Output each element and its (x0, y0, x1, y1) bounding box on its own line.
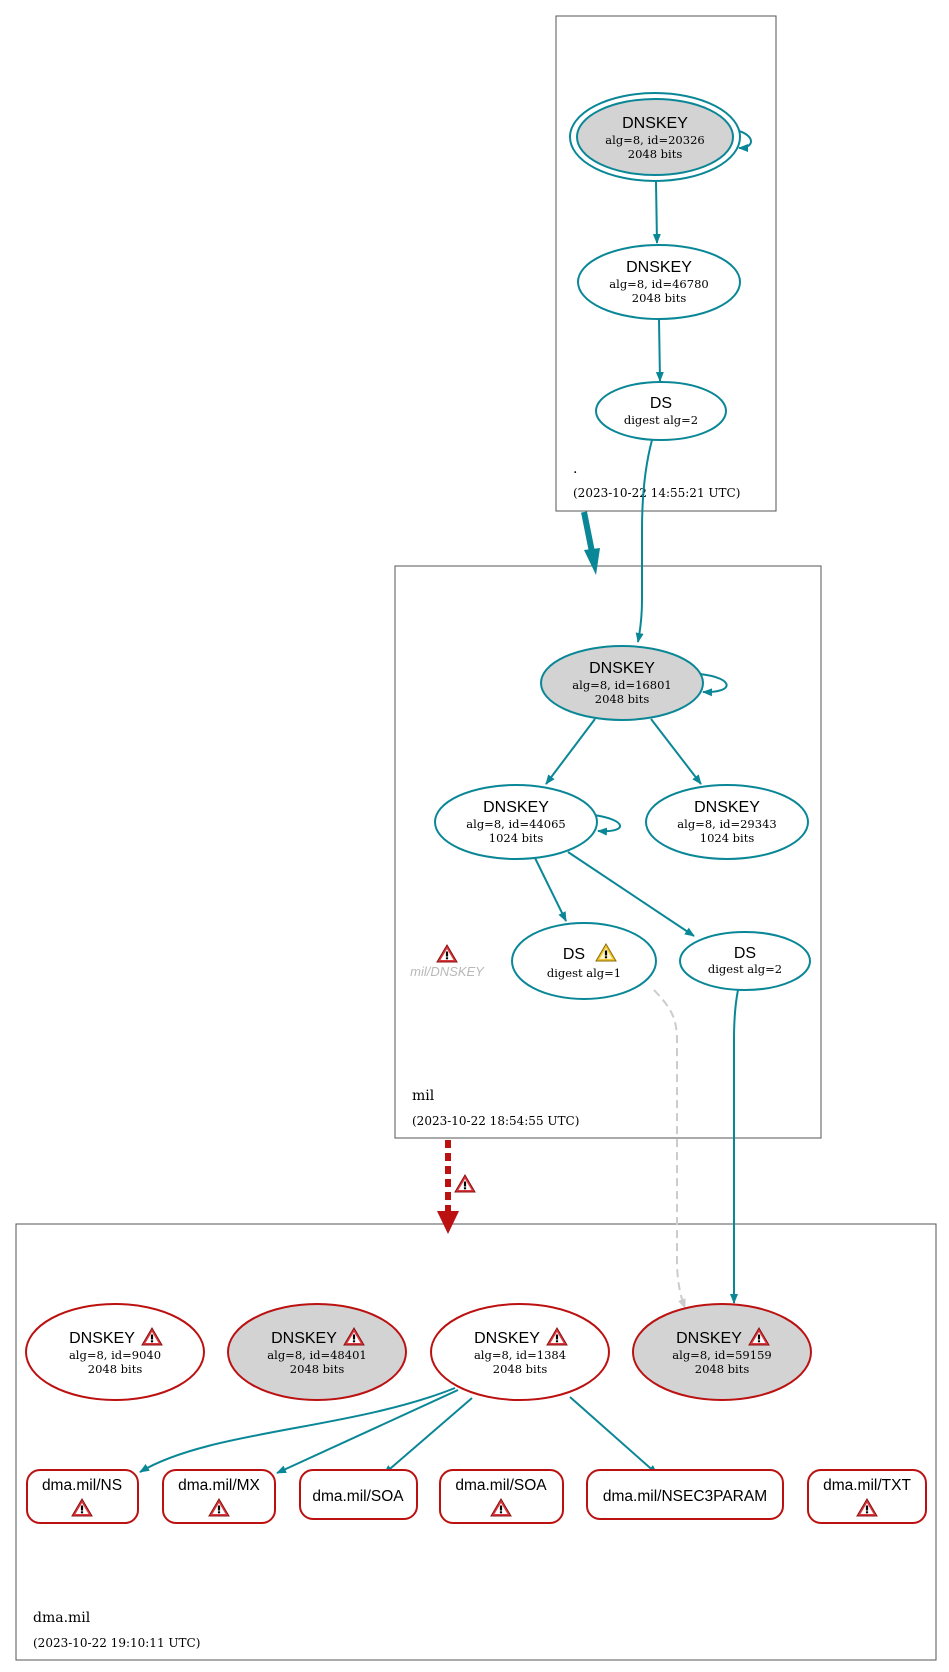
zone-dma: dma.mil (2023-10-22 19:10:11 UTC) (15, 1223, 937, 1661)
dma-dnskey-9040-node[interactable]: DNSKEY alg=8, id=9040 2048 bits (25, 1303, 205, 1401)
mil-ksk-line1: alg=8, id=16801 (572, 678, 671, 692)
dma-k4-line1: alg=8, id=59159 (672, 1348, 771, 1362)
dma-k3-title: DNSKEY (474, 1330, 540, 1347)
dma-dnskey-59159-node[interactable]: DNSKEY alg=8, id=59159 2048 bits (632, 1303, 812, 1401)
root-zsk-line1: alg=8, id=46780 (609, 277, 708, 291)
dma-k2-line2: 2048 bits (290, 1362, 345, 1376)
dma-dnskey-1384-node[interactable]: DNSKEY alg=8, id=1384 2048 bits (430, 1303, 610, 1401)
root-zsk-line2: 2048 bits (632, 291, 687, 305)
delegation-mil-to-dma-arrowhead (437, 1211, 459, 1234)
dma-dnskey-48401-node[interactable]: DNSKEY alg=8, id=48401 2048 bits (227, 1303, 407, 1401)
rrset-mx-node[interactable]: dma.mil/MX (162, 1469, 276, 1524)
edge-root-ds-to-mil-ksk (635, 439, 653, 643)
mil-ds2-title: DS (734, 945, 756, 962)
root-ksk-line2: 2048 bits (628, 147, 683, 161)
root-ksk-line1: alg=8, id=20326 (605, 133, 704, 147)
root-ksk-title: DNSKEY (622, 115, 688, 132)
edge-dma-k3-to-soa1 (383, 1397, 473, 1475)
root-ds-line1: digest alg=2 (624, 413, 698, 427)
rrset-soa2-label: dma.mil/SOA (455, 1477, 547, 1494)
dma-k1-title: DNSKEY (69, 1330, 135, 1347)
mil-zsk1-line2: 1024 bits (489, 831, 544, 845)
mil-ksk-line2: 2048 bits (595, 692, 650, 706)
mil-zsk1-title: DNSKEY (483, 799, 549, 816)
edge-mil-ds1-to-dma-k4-insecure (653, 989, 686, 1309)
rrset-ns-node[interactable]: dma.mil/NS (26, 1469, 139, 1524)
edge-root-zsk-to-ds (655, 318, 664, 382)
root-ds-title: DS (650, 395, 672, 412)
root-zsk-title: DNSKEY (626, 259, 692, 276)
rrset-txt-label: dma.mil/TXT (823, 1477, 911, 1494)
dma-k2-title: DNSKEY (271, 1330, 337, 1347)
zone-mil-time: (2023-10-22 18:54:55 UTC) (412, 1114, 579, 1128)
dma-k3-line1: alg=8, id=1384 (474, 1348, 566, 1362)
zone-mil-name: mil (412, 1088, 435, 1104)
edge-mil-ds2-to-dma-k4 (730, 989, 739, 1304)
delegation-root-to-mil (581, 511, 595, 553)
rrset-ns-label: dma.mil/NS (42, 1477, 122, 1494)
zone-root-name: . (573, 461, 577, 477)
zone-dma-time: (2023-10-22 19:10:11 UTC) (33, 1636, 200, 1650)
root-ksk-dnskey-node[interactable]: DNSKEY alg=8, id=20326 2048 bits (569, 92, 741, 182)
mil-ksk-dnskey-node[interactable]: DNSKEY alg=8, id=16801 2048 bits (540, 645, 704, 721)
mil-dnskey-error-label: mil/DNSKEY (410, 964, 485, 979)
rrset-txt-node[interactable]: dma.mil/TXT (807, 1469, 927, 1524)
edge-mil-ksk-to-zsk2 (650, 718, 702, 785)
root-zsk-dnskey-node[interactable]: DNSKEY alg=8, id=46780 2048 bits (577, 244, 741, 320)
mil-zsk2-dnskey-node[interactable]: DNSKEY alg=8, id=29343 1024 bits (645, 784, 809, 860)
rrset-mx-label: dma.mil/MX (178, 1477, 260, 1494)
edge-mil-zsk1-to-ds2 (567, 851, 695, 937)
dma-k1-line1: alg=8, id=9040 (69, 1348, 161, 1362)
zone-dma-name: dma.mil (33, 1610, 91, 1626)
mil-ksk-title: DNSKEY (589, 660, 655, 677)
rrset-soa-node[interactable]: dma.mil/SOA (299, 1469, 418, 1520)
mil-zsk1-dnskey-node[interactable]: DNSKEY alg=8, id=44065 1024 bits (434, 784, 598, 860)
delegation-error-icon (454, 1174, 476, 1193)
mil-zsk1-line1: alg=8, id=44065 (466, 817, 565, 831)
mil-ksk-self-edge (699, 673, 728, 697)
mil-zsk2-line1: alg=8, id=29343 (677, 817, 776, 831)
edge-mil-ksk-to-zsk1 (545, 718, 596, 785)
delegation-root-to-mil-arrowhead (584, 548, 600, 575)
rrset-nsec3param-node[interactable]: dma.mil/NSEC3PARAM (586, 1469, 784, 1520)
mil-zsk2-title: DNSKEY (694, 799, 760, 816)
mil-ds2-node[interactable]: DS digest alg=2 (679, 931, 811, 991)
edge-root-ksk-to-zsk (652, 181, 661, 244)
rrset-soa-error-node[interactable]: dma.mil/SOA (439, 1469, 564, 1524)
edge-mil-zsk1-to-ds1 (534, 857, 567, 922)
mil-ds1-node[interactable]: DS digest alg=1 (511, 922, 657, 1000)
root-ksk-self-edge (738, 130, 752, 152)
dma-k4-title: DNSKEY (676, 1330, 742, 1347)
dma-k2-line1: alg=8, id=48401 (267, 1348, 366, 1362)
zone-root-time: (2023-10-22 14:55:21 UTC) (573, 486, 740, 500)
dma-k4-line2: 2048 bits (695, 1362, 750, 1376)
mil-zsk2-line2: 1024 bits (700, 831, 755, 845)
edge-dma-k3-to-mx (276, 1389, 459, 1474)
mil-dnskey-error-node[interactable]: mil/DNSKEY (410, 944, 485, 979)
mil-zsk1-self-edge (593, 814, 621, 836)
edge-dma-k3-to-ns (139, 1387, 456, 1473)
dma-k3-line2: 2048 bits (493, 1362, 548, 1376)
dma-k1-line2: 2048 bits (88, 1362, 143, 1376)
rrset-nsec3param-label: dma.mil/NSEC3PARAM (603, 1488, 767, 1505)
mil-ds1-title: DS (563, 946, 585, 963)
rrset-soa1-label: dma.mil/SOA (312, 1488, 404, 1505)
mil-ds1-line1: digest alg=1 (547, 966, 621, 980)
mil-ds2-line1: digest alg=2 (708, 962, 782, 976)
edge-dma-k3-to-nsec3param (569, 1396, 658, 1475)
root-ds-node[interactable]: DS digest alg=2 (595, 381, 727, 441)
